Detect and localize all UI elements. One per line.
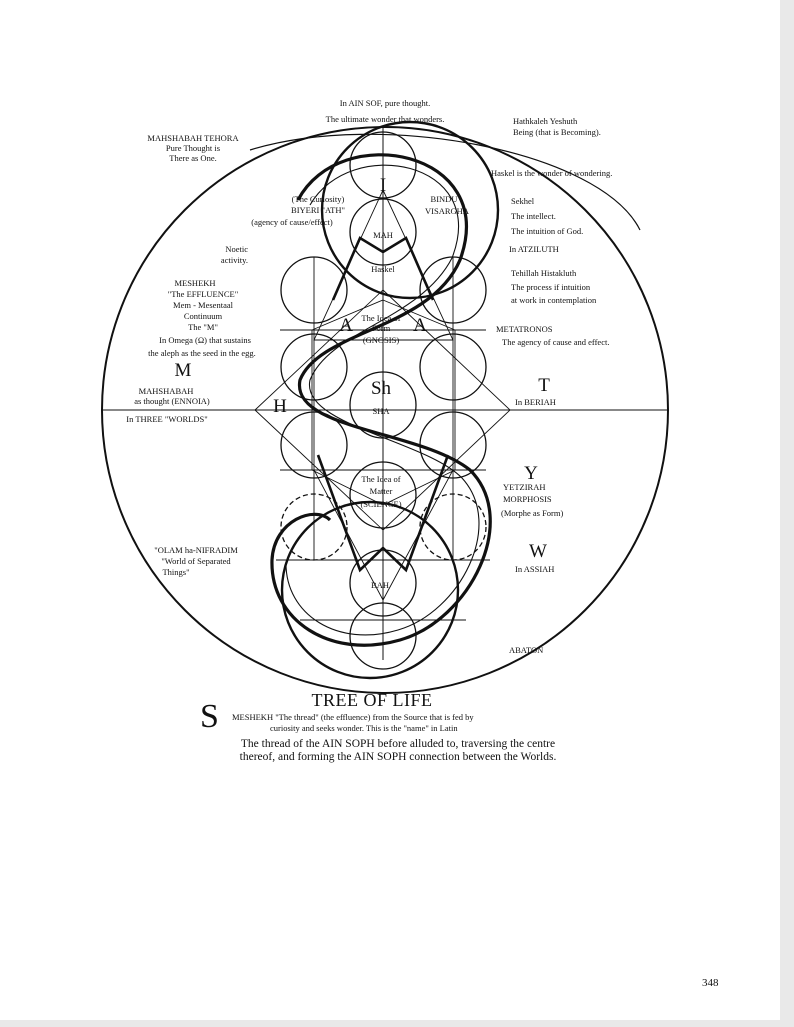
m-zigzag bbox=[331, 236, 435, 301]
w-zigzag bbox=[316, 454, 450, 573]
lower-loop bbox=[280, 500, 460, 680]
label-beriah: In BERIAH bbox=[515, 397, 556, 407]
label-metatronos: METATRONOS bbox=[496, 324, 553, 334]
label-morphe: (Morphe as Form) bbox=[501, 508, 564, 518]
label-morphosis: MORPHOSIS bbox=[503, 494, 552, 504]
page-number: 348 bbox=[702, 977, 719, 989]
page-title: TREE OF LIFE bbox=[311, 690, 433, 710]
label-noetic: Noetic bbox=[225, 244, 248, 254]
diag-2 bbox=[382, 289, 511, 411]
label-mem-mesentaal: Mem - Mesentaal bbox=[173, 300, 233, 310]
letter-i: I bbox=[379, 175, 387, 196]
label-matter: Matter bbox=[369, 486, 393, 496]
label-as-thought: as thought (ENNOIA) bbox=[134, 396, 210, 406]
meshekh-thread-inner bbox=[285, 164, 480, 636]
label-sekhel: Sekhel bbox=[511, 196, 535, 206]
label-sh: Sh bbox=[370, 378, 392, 399]
sephirah-malkuth bbox=[349, 602, 417, 670]
label-science: (SCIENCE) bbox=[360, 499, 402, 509]
label-process-intuition: The process if intuition bbox=[511, 282, 591, 292]
label-omega: In Omega (Ω) that sustains bbox=[159, 335, 251, 345]
tree-of-life-diagram bbox=[101, 120, 669, 694]
sephirah-daat-mah bbox=[349, 198, 417, 266]
label-mahshabah-tehora: MAHSHABAH TEHORA bbox=[147, 133, 239, 143]
label-intellect: The intellect. bbox=[511, 211, 556, 221]
label-assiah: In ASSIAH bbox=[515, 564, 555, 574]
label-intuition-god: The intuition of God. bbox=[511, 226, 584, 236]
caption-small-line-2: curiosity and seeks wonder. This is the … bbox=[270, 723, 458, 733]
outer-arc bbox=[249, 133, 641, 231]
label-mah: MAH bbox=[373, 230, 393, 240]
label-tehillah: Tehillah Histakluth bbox=[511, 268, 577, 278]
label-haskel: Haskel bbox=[371, 264, 395, 274]
letter-t: T bbox=[538, 375, 550, 396]
label-things: Things" bbox=[162, 567, 190, 577]
label-three-worlds: In THREE "WORLDS" bbox=[126, 414, 208, 424]
caption-main: The thread of the AIN SOPH before allude… bbox=[240, 738, 557, 764]
label-biyeri: BIYERI "ATH" bbox=[291, 205, 345, 215]
label-atziluth: In ATZILUTH bbox=[509, 244, 559, 254]
label-idea-of-form: The Idea of bbox=[361, 313, 401, 323]
label-ain-soph-top: In AIN SOF, pure thought. bbox=[339, 98, 431, 108]
caption-dropcap: S bbox=[200, 698, 219, 735]
label-bindu: BINDU bbox=[430, 194, 458, 204]
letter-a-left: A bbox=[339, 315, 353, 336]
label-agency-cause: (agency of cause/effect) bbox=[251, 217, 333, 227]
diag-1 bbox=[254, 289, 384, 411]
page: In AIN SOF, pure thought. The ultimate w… bbox=[0, 0, 780, 1020]
label-the-m: The "M" bbox=[188, 322, 218, 332]
sephirah-bah bbox=[349, 549, 417, 617]
letter-w: W bbox=[529, 541, 547, 562]
letter-m: M bbox=[174, 360, 192, 381]
sephirah-keter bbox=[349, 131, 417, 199]
label-idea-of-matter: The Idea of bbox=[361, 474, 401, 484]
label-activity: activity. bbox=[220, 255, 248, 265]
letter-a-right: A bbox=[413, 315, 427, 336]
label-form: Form bbox=[371, 323, 391, 333]
label-mahshabah: MAHSHABAH bbox=[138, 386, 194, 396]
label-abaton: ABATON bbox=[509, 645, 544, 655]
label-yetzirah: YETZIRAH bbox=[503, 482, 546, 492]
label-effluence: "The EFFLUENCE" bbox=[167, 289, 239, 299]
letter-h: H bbox=[273, 396, 287, 417]
label-bah: BAH bbox=[371, 580, 389, 590]
caption-main-line-2: thereof, and forming the AIN SOPH connec… bbox=[239, 751, 557, 763]
label-being: Being (that is Becoming). bbox=[513, 127, 601, 137]
label-aleph-seed: the aleph as the seed in the egg. bbox=[148, 348, 256, 358]
label-at-work: at work in contemplation bbox=[511, 295, 597, 305]
caption-main-line-1: The thread of the AIN SOPH before allude… bbox=[240, 738, 556, 750]
upper-loop bbox=[320, 120, 500, 300]
label-agency-cause-effect: The agency of cause and effect. bbox=[502, 337, 610, 347]
label-gnosis: (GNOSIS) bbox=[362, 335, 400, 345]
label-visargha: VISARGHA bbox=[425, 206, 469, 216]
label-curiosity: (The Curiosity) bbox=[291, 194, 345, 204]
label-sha: SHA bbox=[372, 406, 390, 416]
letter-y: Y bbox=[524, 463, 538, 484]
label-ultimate-wonder: The ultimate wonder that wonders. bbox=[325, 114, 445, 124]
label-olam: "OLAM ha-NIFRADIM bbox=[154, 545, 238, 555]
label-meshekh: MESHEKH bbox=[174, 278, 216, 288]
label-continuum: Continuum bbox=[183, 311, 223, 321]
caption-small-line-1: MESHEKH "The thread" (the effluence) fro… bbox=[232, 712, 474, 722]
label-pure-thought: Pure Thought is bbox=[165, 143, 221, 153]
meshekh-thread bbox=[270, 153, 492, 647]
label-haskel-wonder: Haskel is the wonder of wondering. bbox=[491, 168, 613, 178]
label-there-as-one: There as One. bbox=[169, 153, 217, 163]
sephirah-matter bbox=[349, 461, 417, 529]
caption-small: MESHEKH "The thread" (the effluence) fro… bbox=[232, 712, 474, 734]
label-world-separated: "World of Separated bbox=[161, 556, 231, 566]
label-hathkaleh: Hathkaleh Yeshuth bbox=[513, 116, 578, 126]
